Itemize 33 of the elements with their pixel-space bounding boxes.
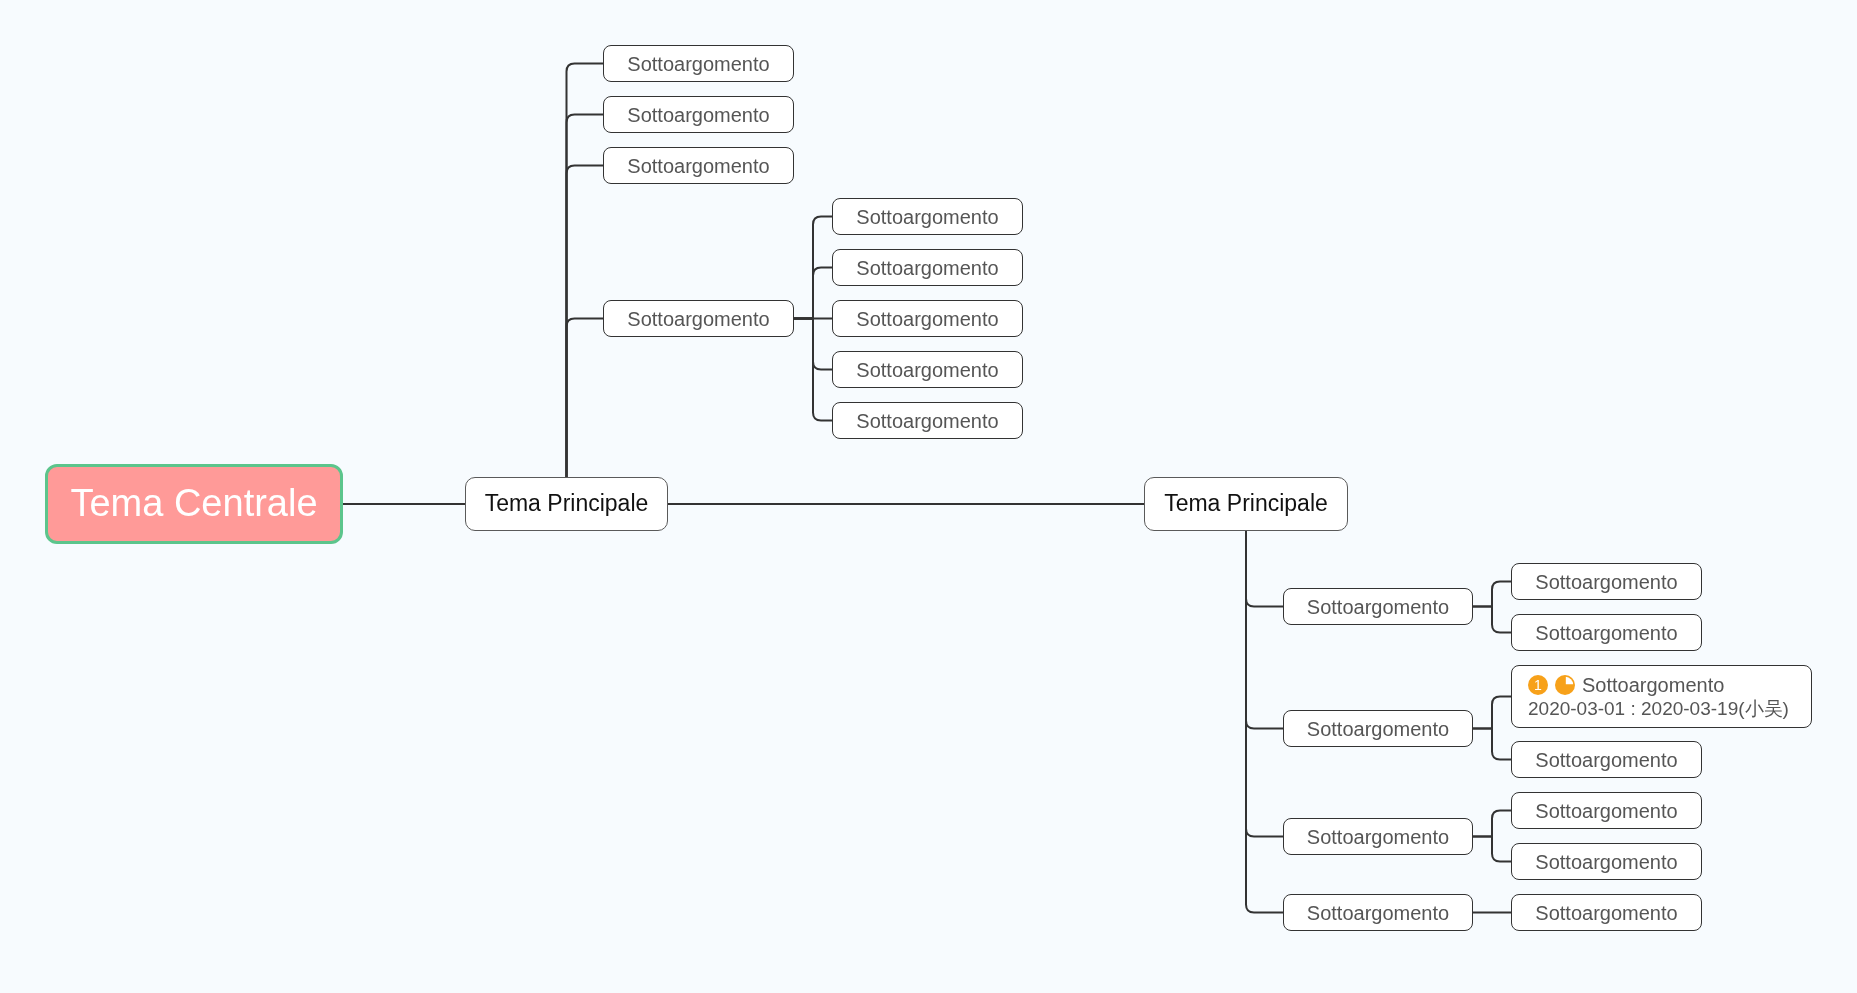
topic-text: Sottoargomento [1582,672,1725,697]
connector-line [342,503,466,505]
subtopic-box: Sottoargomento [1283,894,1473,931]
subtopic-box: Sottoargomento [1511,843,1702,880]
subtopic-box: Sottoargomento [1283,588,1473,625]
subtopic-box: Sottoargomento [1511,792,1702,829]
subtopic-box: Sottoargomento [603,45,794,82]
connector-line [565,317,604,478]
subtopic-box: Sottoargomento [1511,563,1702,600]
central-topic-box: Tema Centrale [45,464,343,544]
subtopic-box: Sottoargomento [832,351,1023,388]
subtopic-box: Sottoargomento [1511,614,1702,651]
connector-line [1472,605,1512,634]
subtopic-box: Sottoargomento [832,402,1023,439]
connector-line [667,503,1145,505]
subtopic-box: Sottoargomento [1283,710,1473,747]
connector-line [1472,911,1512,914]
subtopic-box: Sottoargomento [603,300,794,337]
main-topic-box: Tema Principale [465,477,668,531]
subtopic-box: Sottoargomento [832,198,1023,235]
date-text: 2020-03-01 : 2020-03-19(小吴) [1528,697,1789,721]
subtopic-box: Sottoargomento [832,300,1023,337]
priority-marker: 1 [1528,674,1548,695]
subtopic-box: Sottoargomento [1511,894,1702,931]
subtopic-box: Sottoargomento [603,147,794,184]
main-topic-box: Tema Principale [1144,477,1348,531]
connector-line [1472,835,1512,863]
subtopic-box: Sottoargomento [1283,818,1473,855]
connector-line [1472,727,1512,761]
task-box [1511,665,1812,728]
subtopic-box: Sottoargomento [603,96,794,133]
subtopic-box: Sottoargomento [1511,741,1702,778]
subtopic-box: Sottoargomento [832,249,1023,286]
